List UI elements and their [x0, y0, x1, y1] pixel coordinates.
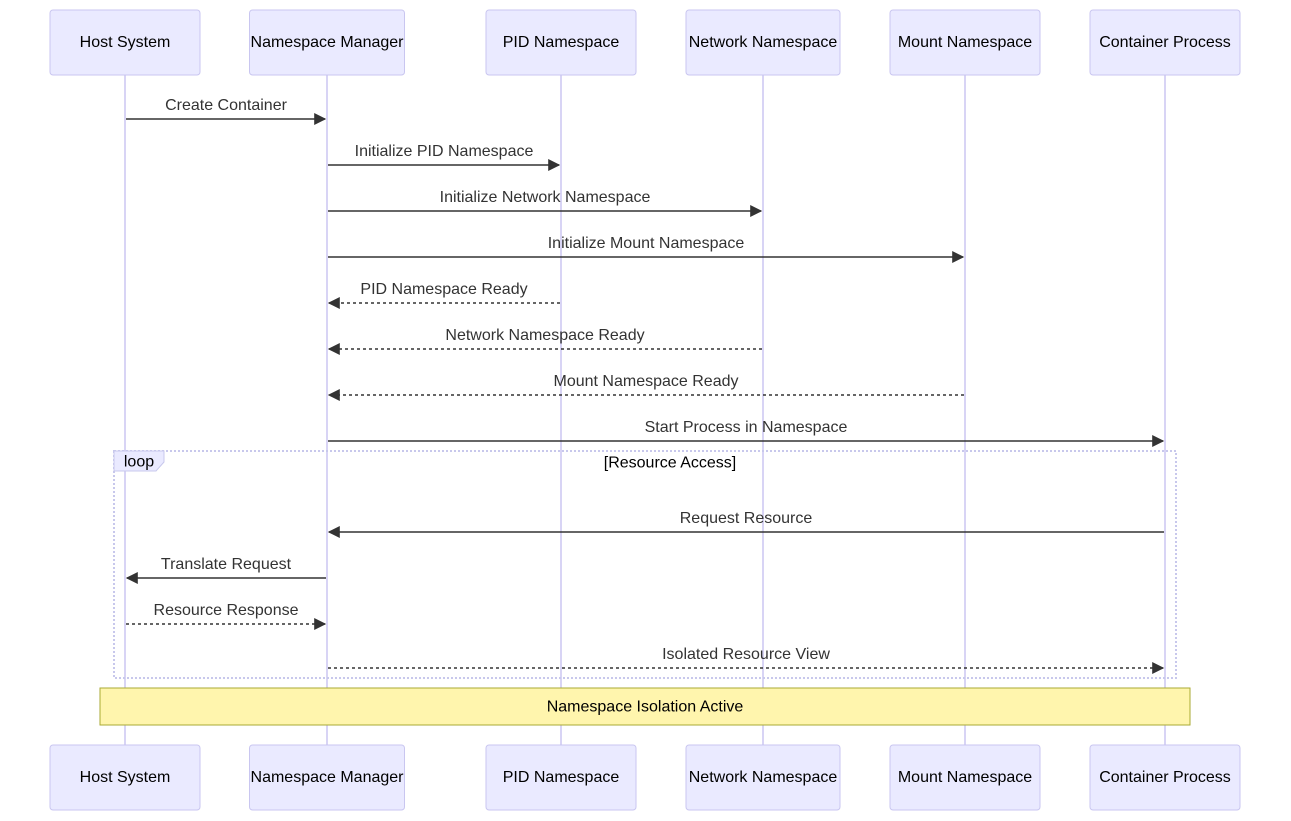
- actor-box: [485, 744, 637, 811]
- message-label: Resource Response: [154, 602, 299, 619]
- actor-label: Namespace Manager: [251, 769, 405, 786]
- message-8: Start Process in Namespace: [328, 419, 1165, 447]
- actor-label: PID Namespace: [503, 34, 620, 51]
- loop-frame: [113, 450, 1177, 679]
- actor-box: [49, 9, 201, 76]
- message-3: Initialize Network Namespace: [328, 189, 763, 217]
- actor-label: Mount Namespace: [898, 34, 1032, 51]
- message-label: Network Namespace Ready: [445, 327, 644, 344]
- actor-host-top: Host System: [49, 9, 201, 76]
- actor-label: Mount Namespace: [898, 769, 1032, 786]
- message-9: Request Resource: [327, 510, 1164, 538]
- loop-keyword: loop: [124, 454, 154, 471]
- message-label: Initialize PID Namespace: [355, 143, 534, 160]
- message-6: Network Namespace Ready: [327, 327, 762, 355]
- actor-pid-top: PID Namespace: [485, 9, 637, 76]
- actor-nsm-bottom: Namespace Manager: [249, 744, 405, 811]
- actor-label: Container Process: [1099, 769, 1231, 786]
- note: Namespace Isolation Active: [99, 687, 1191, 726]
- actor-label: Namespace Manager: [251, 34, 405, 51]
- actor-label: PID Namespace: [503, 769, 620, 786]
- actor-label: Network Namespace: [689, 34, 838, 51]
- actor-label: Host System: [80, 769, 171, 786]
- message-label: Start Process in Namespace: [645, 419, 848, 436]
- actor-box: [1089, 744, 1241, 811]
- message-label: Mount Namespace Ready: [554, 373, 739, 390]
- actor-box: [889, 9, 1041, 76]
- message-4: Initialize Mount Namespace: [328, 235, 965, 263]
- actor-box: [1089, 9, 1241, 76]
- actor-label: Network Namespace: [689, 769, 838, 786]
- loop-condition: [Resource Access]: [604, 455, 737, 472]
- actor-pid-bottom: PID Namespace: [485, 744, 637, 811]
- actor-label: Container Process: [1099, 34, 1231, 51]
- actor-proc-bottom: Container Process: [1089, 744, 1241, 811]
- actor-box: [485, 9, 637, 76]
- actor-net-bottom: Network Namespace: [685, 744, 841, 811]
- actor-box: [249, 744, 405, 811]
- message-label: Initialize Mount Namespace: [548, 235, 745, 252]
- actor-mnt-bottom: Mount Namespace: [889, 744, 1041, 811]
- message-2: Initialize PID Namespace: [328, 143, 561, 171]
- message-label: Create Container: [165, 97, 288, 114]
- actor-proc-top: Container Process: [1089, 9, 1241, 76]
- message-label: PID Namespace Ready: [360, 281, 527, 298]
- actor-box: [49, 744, 201, 811]
- loop-fragment: loop [Resource Access]: [113, 450, 1177, 679]
- message-1: Create Container: [126, 97, 327, 125]
- message-label: Request Resource: [680, 510, 813, 527]
- message-label: Isolated Resource View: [662, 646, 830, 663]
- loop-tab: [113, 450, 165, 472]
- actor-mnt-top: Mount Namespace: [889, 9, 1041, 76]
- actor-box: [685, 744, 841, 811]
- message-12: Isolated Resource View: [328, 646, 1165, 674]
- actor-nsm-top: Namespace Manager: [249, 9, 405, 76]
- note-box: [99, 687, 1191, 726]
- actor-label: Host System: [80, 34, 171, 51]
- message-10: Translate Request: [125, 556, 326, 584]
- message-label: Translate Request: [161, 556, 292, 573]
- message-11: Resource Response: [126, 602, 327, 630]
- note-text: Namespace Isolation Active: [547, 699, 744, 716]
- message-label: Initialize Network Namespace: [440, 189, 651, 206]
- message-5: PID Namespace Ready: [327, 281, 560, 309]
- actor-box: [249, 9, 405, 76]
- actor-host-bottom: Host System: [49, 744, 201, 811]
- actor-box: [685, 9, 841, 76]
- message-7: Mount Namespace Ready: [327, 373, 964, 401]
- actor-net-top: Network Namespace: [685, 9, 841, 76]
- actor-box: [889, 744, 1041, 811]
